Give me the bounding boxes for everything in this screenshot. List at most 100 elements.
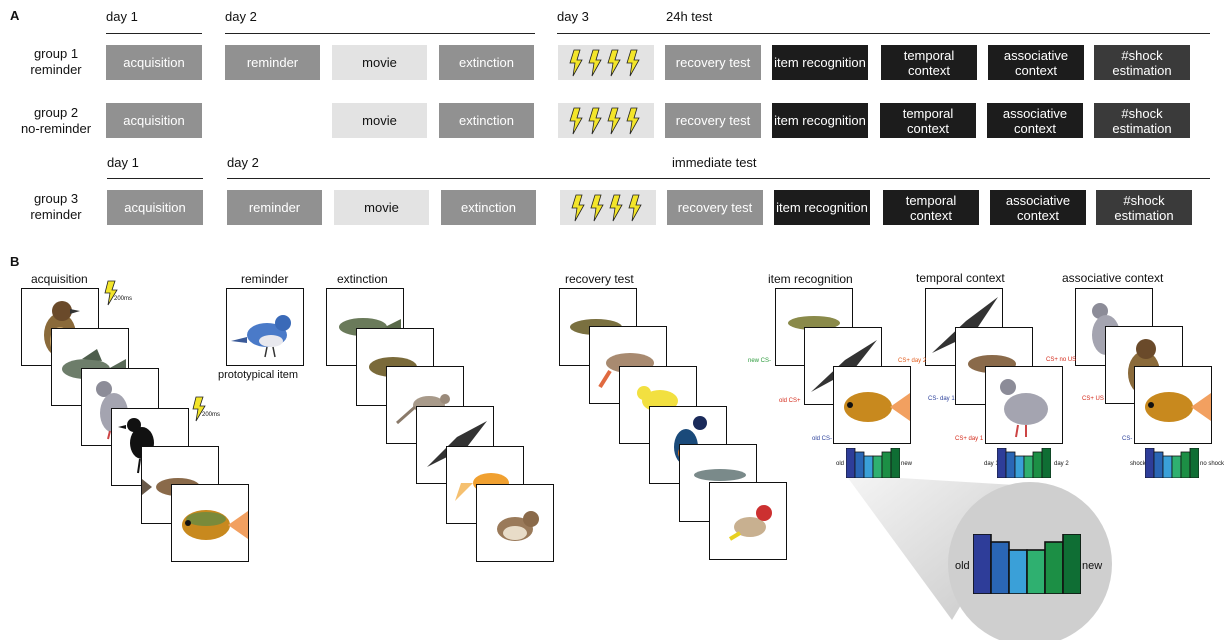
bolt-icon	[569, 107, 640, 134]
temporal-context-title: temporal context	[916, 271, 1005, 285]
g1-extinction-box: extinction	[439, 45, 534, 80]
bird-pigeon-image	[1000, 379, 1048, 438]
day3-line	[557, 33, 1210, 34]
g3-extinction-box: extinction	[441, 190, 536, 225]
extinction-title: extinction	[337, 272, 388, 286]
g3-item-box: item recognition	[774, 190, 870, 225]
g1-associative-box: associative context	[988, 45, 1084, 80]
g3-reminder-box: reminder	[227, 190, 322, 225]
g1-movie-box: movie	[332, 45, 427, 80]
temporal-rating-scale	[997, 448, 1051, 478]
scale-bar	[890, 448, 900, 478]
fish-rainbow-image	[1145, 392, 1211, 422]
temp-scale-right: day 2	[1054, 461, 1069, 467]
zoom-scale-right: new	[1082, 560, 1103, 572]
bolt-icon	[192, 396, 206, 422]
assoc-csp-nous-label: CS+ no US	[1046, 357, 1077, 363]
g3-day2-line	[227, 178, 1210, 179]
day3-label: day 3	[557, 9, 589, 24]
ext-card-6	[476, 484, 554, 562]
reminder-card-bluejay	[226, 288, 304, 366]
g1-reminder-box: reminder	[225, 45, 320, 80]
acq-shock-1-label: 200ms	[114, 296, 133, 302]
bird-bluejay-image	[231, 315, 291, 358]
acq-shock-1	[104, 280, 118, 311]
item-scale-right: new	[901, 461, 913, 467]
item-scale-left: old	[836, 461, 845, 467]
bird-goldfinch-image	[728, 505, 772, 541]
g2-temporal-box: temporal context	[880, 103, 976, 138]
assoc-csp-us-label: CS+ US	[1082, 396, 1104, 402]
fish-image	[788, 316, 840, 330]
item-old-csp-label: old CS+	[779, 398, 801, 404]
acquisition-title: acquisition	[31, 272, 88, 286]
scale-bar	[990, 541, 1010, 594]
bird-flying-image	[427, 421, 487, 467]
temp-scale-left: day 1	[984, 461, 999, 467]
bolt-icon	[571, 194, 642, 221]
acq-shock-2	[192, 396, 206, 427]
g1-shock-estimation-box: #shock estimation	[1094, 45, 1190, 80]
acq-card-rainbowfish	[171, 484, 249, 562]
g1-shock-box	[558, 45, 654, 80]
g1-acquisition-box: acquisition	[106, 45, 202, 80]
assoc-csm-label: CS-	[1122, 436, 1133, 442]
g3-day1-line	[107, 178, 203, 179]
g1-temporal-box: temporal context	[881, 45, 977, 80]
associative-context-title: associative context	[1062, 271, 1164, 285]
scale-bar	[1041, 448, 1051, 478]
scale-bar	[1026, 549, 1046, 594]
g3-shock-estimation-box: #shock estimation	[1096, 190, 1192, 225]
g2-acquisition-box: acquisition	[106, 103, 202, 138]
prototypical-item-label: prototypical item	[218, 369, 299, 381]
scale-bar	[973, 534, 992, 594]
day1-line	[106, 33, 202, 34]
bolt-icon	[104, 280, 118, 306]
item-recognition-title: item recognition	[768, 272, 853, 286]
day2-label: day 2	[225, 9, 257, 24]
fish-rainbow-image	[844, 392, 910, 422]
g3-temporal-box: temporal context	[883, 190, 979, 225]
scale-bar	[1189, 448, 1199, 478]
day2-line	[225, 33, 535, 34]
fish-rainbow-image	[182, 510, 248, 540]
scale-bar	[1008, 549, 1028, 594]
g3-movie-box: movie	[334, 190, 429, 225]
g2-item-box: item recognition	[772, 103, 868, 138]
g3-day1-label: day 1	[107, 155, 139, 170]
scale-bar	[1044, 541, 1064, 594]
assoc-card-3	[1134, 366, 1212, 444]
panel-a-letter: A	[10, 8, 20, 23]
g2-shock-box	[558, 103, 654, 138]
g2-movie-box: movie	[332, 103, 427, 138]
day1-label: day 1	[106, 9, 138, 24]
zoom-scale-left: old	[955, 560, 970, 572]
associative-rating-scale	[1145, 448, 1199, 478]
temp-csp-day2-label: CS+ day 2	[898, 358, 927, 364]
item-rating-scale	[846, 448, 900, 478]
item-old-csm-label: old CS-	[812, 436, 833, 442]
bird-flying-image	[932, 297, 998, 353]
assoc-scale-left: shock	[1130, 461, 1146, 467]
g3-associative-box: associative context	[990, 190, 1086, 225]
g2-shock-estimation-box: #shock estimation	[1094, 103, 1190, 138]
fish-image	[694, 469, 746, 481]
g1-item-box: item recognition	[772, 45, 868, 80]
item-card-3	[833, 366, 911, 444]
temp-csp-day1-label: CS+ day 1	[955, 436, 984, 442]
item-new-cs-label: new CS-	[748, 358, 772, 364]
rec-card-6	[709, 482, 787, 560]
bird-sparrow-image	[497, 511, 539, 541]
g3-acquisition-box: acquisition	[107, 190, 203, 225]
g2-extinction-box: extinction	[439, 103, 534, 138]
g2-recovery-box: recovery test	[665, 103, 761, 138]
g3-shock-box	[560, 190, 656, 225]
temp-card-3	[985, 366, 1063, 444]
test24h-label: 24h test	[666, 9, 713, 24]
zoom-rating-scale	[973, 534, 1081, 594]
g3-day2-label: day 2	[227, 155, 259, 170]
g1-recovery-box: recovery test	[665, 45, 761, 80]
